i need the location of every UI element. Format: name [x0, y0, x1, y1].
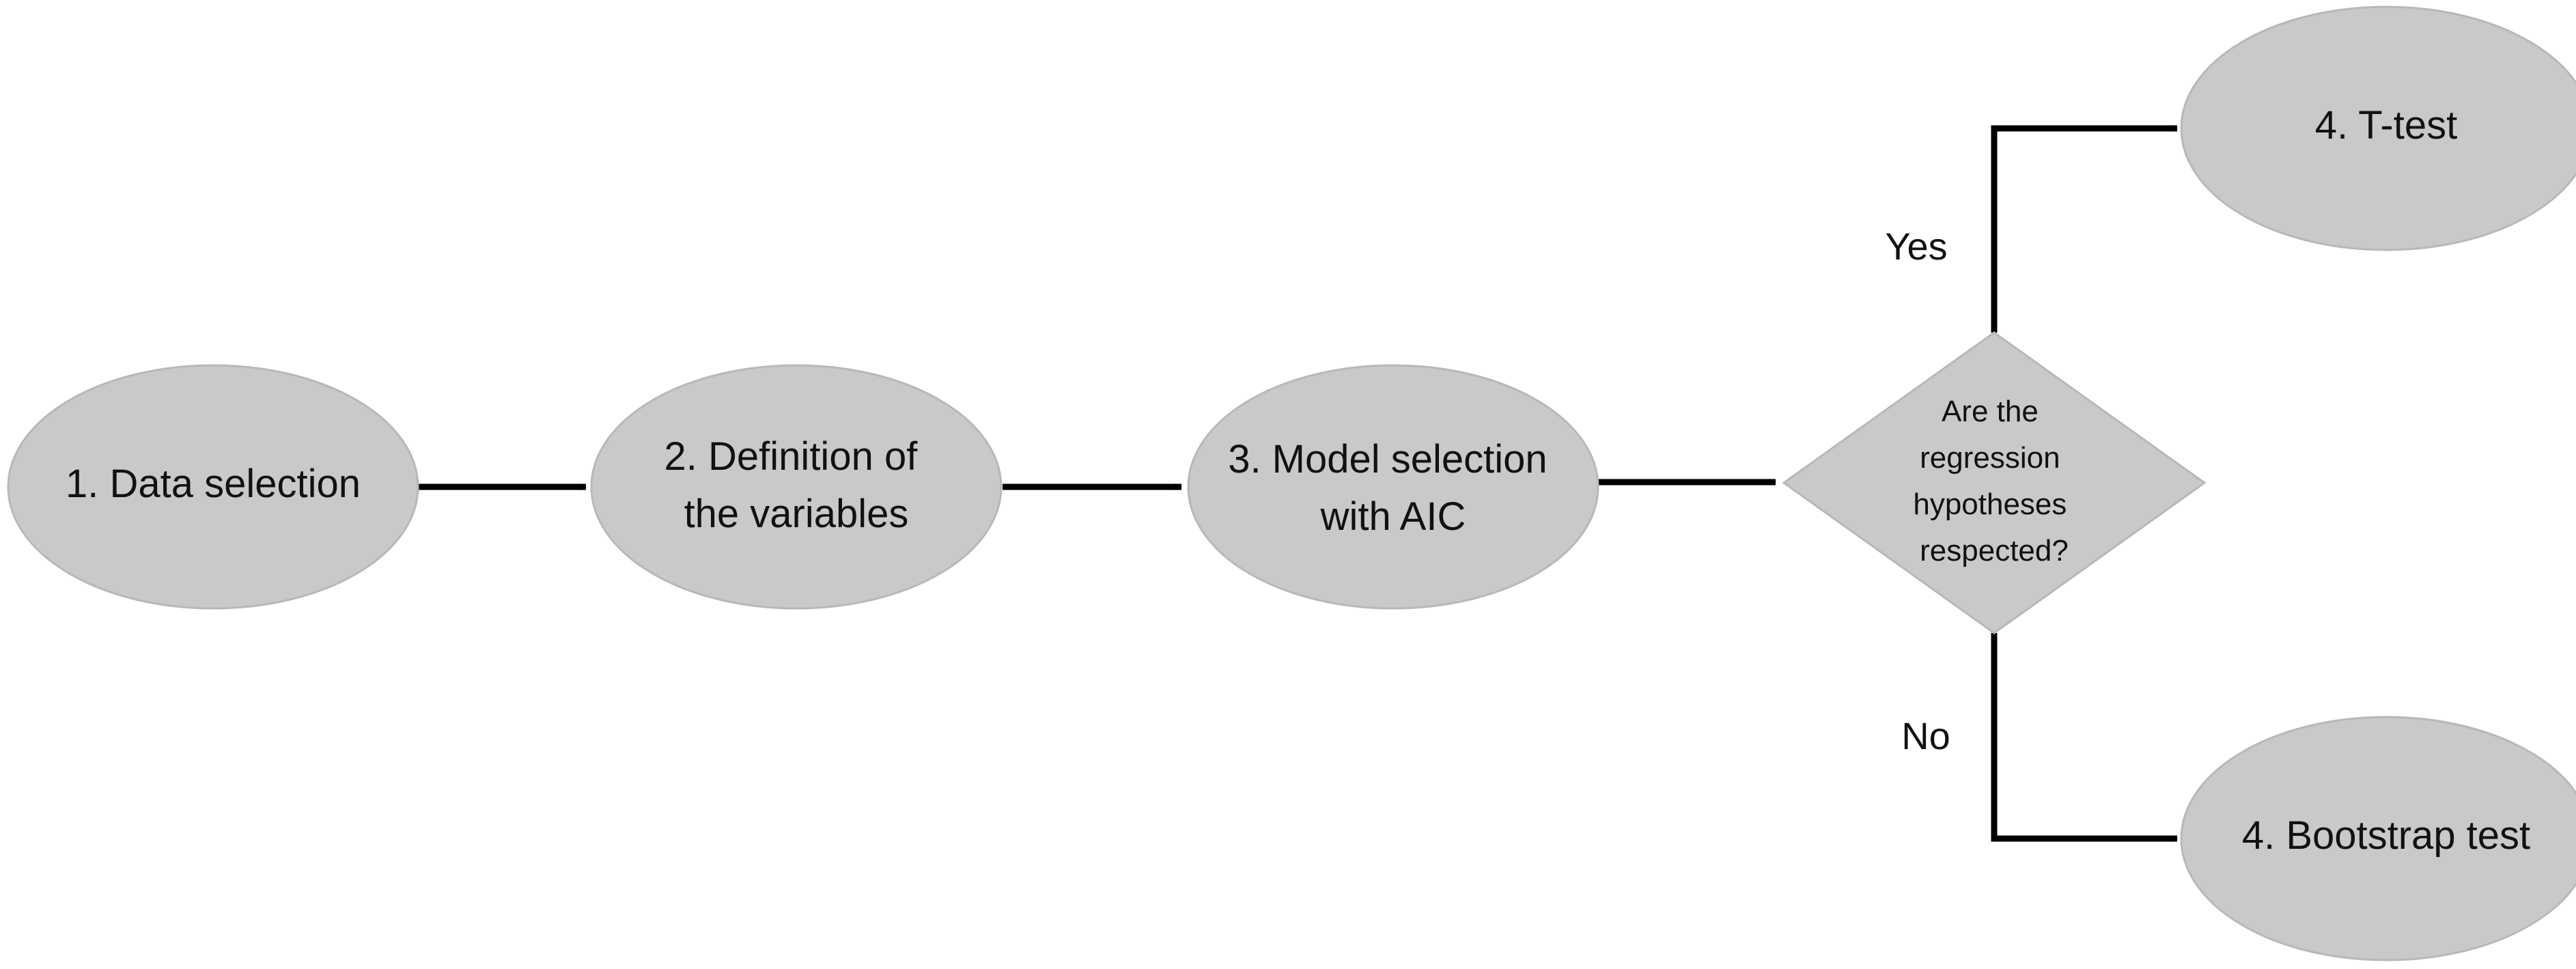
arrow-decision-to-t-test	[1991, 125, 2178, 333]
edge-label-no: No	[1901, 714, 1950, 757]
node-definition-variables: 2. Definition of the variables	[590, 364, 1003, 610]
node-data-selection: 1. Data selection	[7, 364, 419, 610]
node-shape-model-selection	[1187, 364, 1599, 610]
node-label-t-test: 4. T-test	[2315, 103, 2457, 148]
node-shape-t-test	[2180, 5, 2576, 251]
node-decision: Are the regression hypotheses respected?	[1782, 331, 2207, 634]
node-label-line: 2. Definition of	[664, 434, 919, 479]
node-label-model-selection: 3. Model selection with AIC	[1228, 437, 1558, 539]
node-label-bootstrap-test: 4. Bootstrap test	[2242, 813, 2530, 858]
node-shape-definition-variables	[590, 364, 1003, 610]
arrow-decision-to-bootstrap-test	[1991, 633, 2178, 842]
node-label-decision: Are the regression hypotheses respected?	[1913, 395, 2075, 567]
node-shape-decision	[1782, 331, 2207, 634]
node-label-line: regression	[1920, 441, 2060, 475]
node-label-line: 3. Model selection	[1228, 437, 1547, 481]
node-label-line: 4. Bootstrap test	[2242, 813, 2530, 858]
node-label-line: 4. T-test	[2315, 103, 2457, 148]
node-bootstrap-test: 4. Bootstrap test	[2180, 716, 2576, 961]
node-label-line: respected?	[1920, 534, 2069, 567]
edges	[418, 125, 2178, 842]
node-t-test: 4. T-test	[2180, 5, 2576, 251]
node-label-line: the variables	[684, 492, 909, 536]
node-label-definition-variables: 2. Definition of the variables	[664, 434, 929, 536]
node-shape-data-selection	[7, 364, 419, 610]
node-label-line: with AIC	[1320, 494, 1466, 539]
node-label-line: Are the	[1942, 395, 2039, 428]
node-model-selection: 3. Model selection with AIC	[1187, 364, 1599, 610]
node-label-line: 1. Data selection	[66, 462, 361, 506]
node-label-line: hypotheses	[1913, 488, 2067, 521]
node-label-data-selection: 1. Data selection	[66, 462, 361, 506]
node-shape-bootstrap-test	[2180, 716, 2576, 961]
edge-label-yes: Yes	[1885, 225, 1947, 268]
